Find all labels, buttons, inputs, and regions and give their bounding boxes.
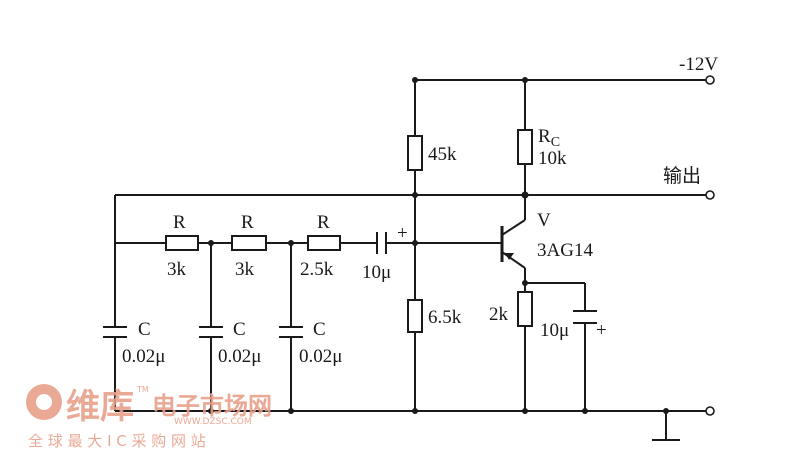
watermark-slogan: 全 球 最 大 I C 采 购 网 站 <box>28 432 206 450</box>
junction-dot <box>582 408 588 414</box>
resistor-rc-label: RC <box>538 126 560 150</box>
rc-subscript: C <box>551 135 560 150</box>
junction-dot <box>288 408 294 414</box>
transistor-emitter-leg <box>501 251 526 269</box>
junction-dot <box>412 240 418 246</box>
junction-dot <box>208 240 214 246</box>
watermark-trademark: TM <box>136 385 149 394</box>
output-label: 输出 <box>663 165 701 187</box>
transistor-name: V <box>537 210 551 231</box>
junction-dot <box>522 408 528 414</box>
ladder-resistor-3 <box>307 235 341 251</box>
resistor-45k <box>407 135 423 171</box>
watermark-brand: 维库 <box>66 387 134 427</box>
transistor-model: 3AG14 <box>537 240 593 261</box>
supply-label: -12V <box>679 54 718 75</box>
ladder-capacitor-2-value: 0.02μ <box>218 346 261 367</box>
transistor-collector-leg <box>501 219 526 236</box>
ladder-resistor-1-value: 3k <box>167 259 187 280</box>
junction-dot <box>412 408 418 414</box>
watermark-url: WWW.DZSC.COM <box>174 417 252 427</box>
ground-terminal <box>705 406 715 416</box>
junction-dot <box>288 240 294 246</box>
junction-dot <box>522 77 528 83</box>
watermark: 维库 TM 电子市场网 WWW.DZSC.COM 全 球 最 大 I C 采 购… <box>26 384 272 450</box>
output-terminal <box>705 190 715 200</box>
ladder-capacitor-3-name: C <box>313 319 326 340</box>
ladder-capacitor-2-name: C <box>233 319 246 340</box>
resistor-rc-value: 10k <box>538 148 567 169</box>
resistor-45k-label: 45k <box>428 144 457 165</box>
junction-dot <box>663 408 669 414</box>
resistor-rc <box>517 129 533 165</box>
watermark-logo-inner-icon <box>36 394 52 410</box>
resistor-6-5k <box>407 299 423 333</box>
emitter-capacitor-value: 10μ <box>540 320 569 341</box>
resistor-6-5k-label: 6.5k <box>428 307 462 328</box>
ladder-resistor-2-name: R <box>241 212 254 233</box>
ladder-resistor-3-value: 2.5k <box>300 259 334 280</box>
rc-main-text: R <box>538 126 551 147</box>
ladder-capacitor-1-value: 0.02μ <box>122 346 165 367</box>
ladder-resistor-3-name: R <box>317 212 330 233</box>
watermark-title: 电子市场网 <box>152 392 272 420</box>
coupling-capacitor-value: 10μ <box>362 262 391 283</box>
resistor-2k-label: 2k <box>489 304 509 325</box>
junction-dot <box>208 408 214 414</box>
ladder-capacitor-3-value: 0.02μ <box>299 346 342 367</box>
transistor-emitter-arrow <box>505 253 514 260</box>
ladder-capacitor-1-name: C <box>138 319 151 340</box>
supply-terminal <box>705 75 715 85</box>
coupling-capacitor-polarity: + <box>397 223 408 244</box>
ladder-resistor-2-value: 3k <box>235 259 255 280</box>
ladder-resistor-1-name: R <box>173 212 186 233</box>
junction-dot <box>521 191 529 199</box>
resistor-2k <box>517 291 533 327</box>
ladder-resistor-2 <box>231 235 267 251</box>
ladder-resistor-1 <box>165 235 199 251</box>
junction-dot <box>522 280 528 286</box>
emitter-capacitor-polarity: + <box>596 320 607 341</box>
junction-dot <box>412 77 418 83</box>
junction-dot <box>412 192 418 198</box>
